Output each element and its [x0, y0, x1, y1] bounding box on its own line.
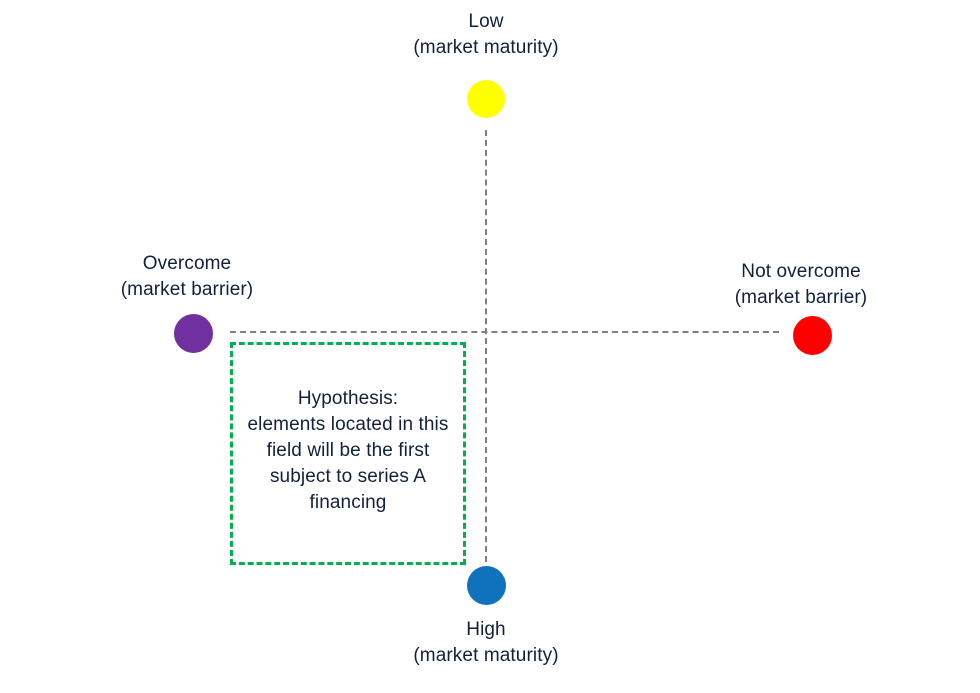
hypothesis-line-4: subject to series A — [269, 466, 427, 487]
axis-label-left-primary: Overcome — [142, 253, 232, 274]
axis-label-top-primary: Low — [468, 11, 504, 32]
hypothesis-line-3: field will be the first — [266, 440, 430, 461]
hypothesis-text: Hypothesis: elements located in this fie… — [232, 386, 464, 516]
high-market-maturity-marker — [467, 566, 506, 605]
axis-label-bottom-primary: High — [466, 619, 506, 640]
axis-label-top-secondary: (market maturity) — [413, 37, 559, 58]
hypothesis-line-1: Hypothesis: — [297, 388, 399, 409]
vertical-axis-dashed-line — [485, 130, 487, 562]
overcome-barrier-marker — [174, 314, 213, 353]
low-market-maturity-marker — [467, 80, 505, 118]
axis-label-top: Low (market maturity) — [336, 9, 636, 61]
hypothesis-line-5: financing — [309, 492, 387, 513]
axis-label-right-secondary: (market barrier) — [734, 287, 868, 308]
axis-label-left: Overcome (market barrier) — [37, 251, 337, 303]
axis-label-bottom: High (market maturity) — [336, 617, 636, 669]
axis-label-right-primary: Not overcome — [741, 261, 861, 282]
not-overcome-barrier-marker — [793, 316, 832, 355]
hypothesis-quadrant-box — [230, 342, 466, 565]
axis-label-right: Not overcome (market barrier) — [651, 259, 951, 311]
axis-label-left-secondary: (market barrier) — [120, 279, 254, 300]
axis-label-bottom-secondary: (market maturity) — [413, 645, 559, 666]
hypothesis-line-2: elements located in this — [247, 414, 449, 435]
horizontal-axis-dashed-line — [230, 331, 779, 333]
